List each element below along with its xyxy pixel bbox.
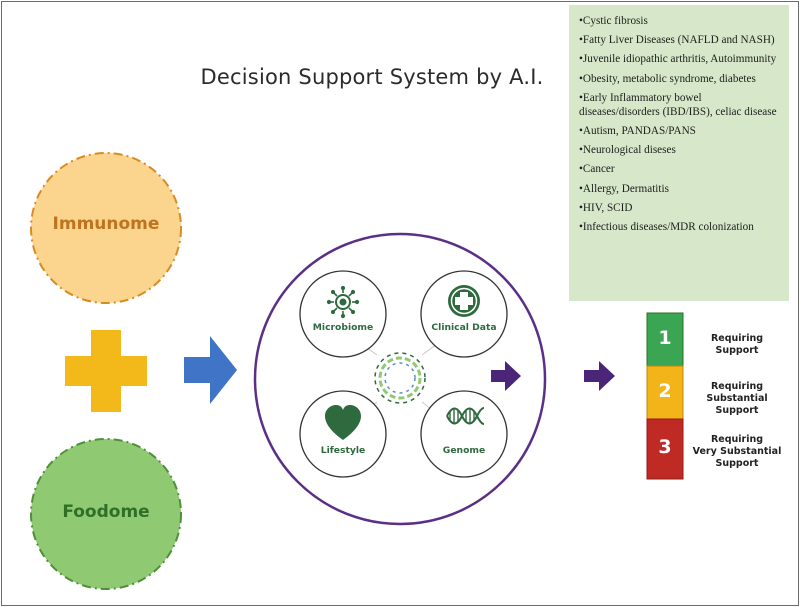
genome-node <box>420 390 508 478</box>
support-level-label-line: Very Substantial <box>692 446 782 457</box>
foodome-node <box>30 438 182 590</box>
condition-item: •Obesity, metabolic syndrome, diabetes <box>579 72 756 85</box>
plus-icon <box>65 330 147 412</box>
support-level-block <box>646 312 684 367</box>
conditions-panel: •Cystic fibrosis •Fatty Liver Diseases (… <box>569 5 789 301</box>
support-levels <box>646 312 684 480</box>
heart-icon <box>325 405 361 440</box>
conditions-list: •Cystic fibrosis •Fatty Liver Diseases (… <box>569 5 789 234</box>
condition-item: •Cancer <box>579 163 615 176</box>
support-level-number: 2 <box>658 380 672 402</box>
condition-item: •Cystic fibrosis <box>579 15 648 27</box>
support-level-number: 3 <box>658 436 672 458</box>
support-level-label-line: Requiring <box>710 434 764 445</box>
support-level-number: 1 <box>658 327 672 349</box>
condition-item: •Early Inflammatory bowel diseases/disor… <box>579 91 777 118</box>
support-level-label: Requiring Substantial Support <box>692 381 782 417</box>
condition-item: •Autism, PANDAS/PANS <box>579 124 696 137</box>
foodome-label: Foodome <box>62 502 150 522</box>
immunome-label: Immunome <box>52 214 160 234</box>
condition-item: •Fatty Liver Diseases (NAFLD and NASH) <box>579 34 775 47</box>
support-level-label: Requiring Very Substantial Support <box>692 434 782 470</box>
condition-item: •HIV, SCID <box>579 201 633 214</box>
support-level-label-line: Support <box>715 458 759 469</box>
blue-arrow-icon <box>184 336 237 404</box>
condition-item: •Juvenile idiopathic arthritis, Autoimmu… <box>579 53 777 66</box>
purple-arrow-icon <box>584 361 615 391</box>
microbiome-label: Microbiome <box>312 322 374 333</box>
immunome-node <box>30 152 182 304</box>
dna-ring-icon <box>374 352 426 404</box>
dna-icon <box>446 407 485 425</box>
medical-cross-icon <box>448 285 480 317</box>
support-level-label: Requiring Support <box>692 333 782 357</box>
support-level-block <box>646 418 684 480</box>
purple-arrow-icon <box>491 361 521 391</box>
lifestyle-label: Lifestyle <box>320 445 366 456</box>
genome-label: Genome <box>442 445 486 456</box>
diagram-title: Decision Support System by A.I. <box>200 65 544 89</box>
condition-item: •Neurological diseses <box>579 144 676 157</box>
support-level-label-line: Requiring Support <box>710 333 764 356</box>
condition-item: •Allergy, Dermatitis <box>579 182 669 195</box>
condition-item: •Infectious diseases/MDR colonization <box>579 220 754 233</box>
clinical-data-label: Clinical Data <box>431 322 497 333</box>
support-level-label-line: Substantial Support <box>706 393 768 416</box>
support-level-label-line: Requiring <box>710 381 764 392</box>
microbiome-icon <box>326 285 360 319</box>
